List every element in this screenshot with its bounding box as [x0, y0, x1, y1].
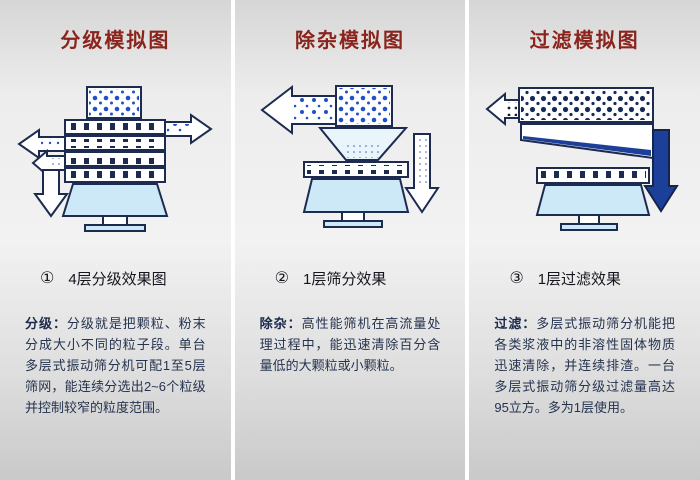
panel-classification: 分级模拟图: [0, 0, 231, 480]
impurity-removal-diagram-svg: [260, 84, 440, 228]
description-lead: 分级：: [25, 315, 67, 331]
description-text: 高性能筛机在高流量处理过程中，能迅速清除百分含量低的大颗粒或小颗粒。: [259, 315, 441, 373]
caption-number: ②: [274, 270, 290, 288]
solids-discharge-arrow: [485, 91, 520, 126]
description-text: 多层式振动筛分机能把各类浆液中的非溶性固体物质迅速清除，并连续排渣。一台多层式振…: [494, 315, 676, 415]
caption-text: 1层过滤效果: [537, 270, 622, 288]
bottom-discharge-arrow: [33, 168, 70, 218]
sieve-decks: [64, 118, 167, 183]
undersize-arrow-down: [404, 132, 440, 214]
description-lead: 除杂：: [259, 315, 302, 331]
funnel: [317, 126, 409, 161]
slurry-feed-box: [517, 86, 654, 123]
discharge-arrow-right: [164, 112, 214, 145]
vibration-base: [61, 182, 169, 232]
impurity-removal-diagram: [247, 80, 453, 256]
sieve-deck: [535, 166, 650, 184]
caption-filtration: ③ 1层过滤效果: [509, 268, 621, 289]
description-classification: 分级：分级就是把颗粒、粉末分成大小不同的粒子段。单台多层式振动筛分机可配1至5层…: [0, 313, 231, 418]
reject-arrow-left: [260, 84, 337, 135]
description-lead: 过滤：: [494, 315, 537, 331]
panel-title-impurity-removal: 除杂模拟图: [295, 30, 405, 52]
classification-diagram-svg: [17, 85, 214, 232]
description-filtration: 过滤：多层式振动筛分机能把各类浆液中的非溶性固体物质迅速清除，并连续排渣。一台多…: [469, 313, 700, 418]
discharge-arrow-left-upper: [17, 127, 67, 160]
caption-number: ③: [509, 270, 524, 288]
caption-number: ①: [40, 270, 55, 288]
feed-hopper: [335, 84, 393, 127]
panel-title-classification: 分级模拟图: [60, 30, 171, 52]
sieve-deck: [303, 160, 409, 178]
caption-impurity-removal: ② 1层筛分效果: [275, 268, 387, 289]
vibration-base: [302, 177, 410, 228]
panel-impurity-removal: 除杂模拟图: [230, 0, 466, 480]
caption-text: 4层分级效果图: [68, 270, 167, 288]
filtration-diagram-svg: [485, 86, 679, 231]
inclined-filter-tray: [519, 122, 654, 159]
panel-filtration: 过滤模拟图: [465, 0, 700, 480]
classification-diagram: [12, 80, 218, 256]
filtrate-flow-arrow: [642, 128, 679, 213]
description-impurity-removal: 除杂：高性能筛机在高流量处理过程中，能迅速清除百分含量低的大颗粒或小颗粒。: [235, 313, 466, 376]
caption-classification: ① 4层分级效果图: [40, 268, 167, 289]
panel-title-filtration: 过滤模拟图: [529, 30, 640, 52]
description-text: 分级就是把颗粒、粉末分成大小不同的粒子段。单台多层式振动筛分机可配1至5层筛网，…: [25, 315, 206, 415]
filtration-diagram: [482, 80, 688, 256]
vibration-base: [535, 183, 650, 231]
caption-text: 1层筛分效果: [303, 270, 387, 288]
feed-hopper: [86, 85, 143, 119]
